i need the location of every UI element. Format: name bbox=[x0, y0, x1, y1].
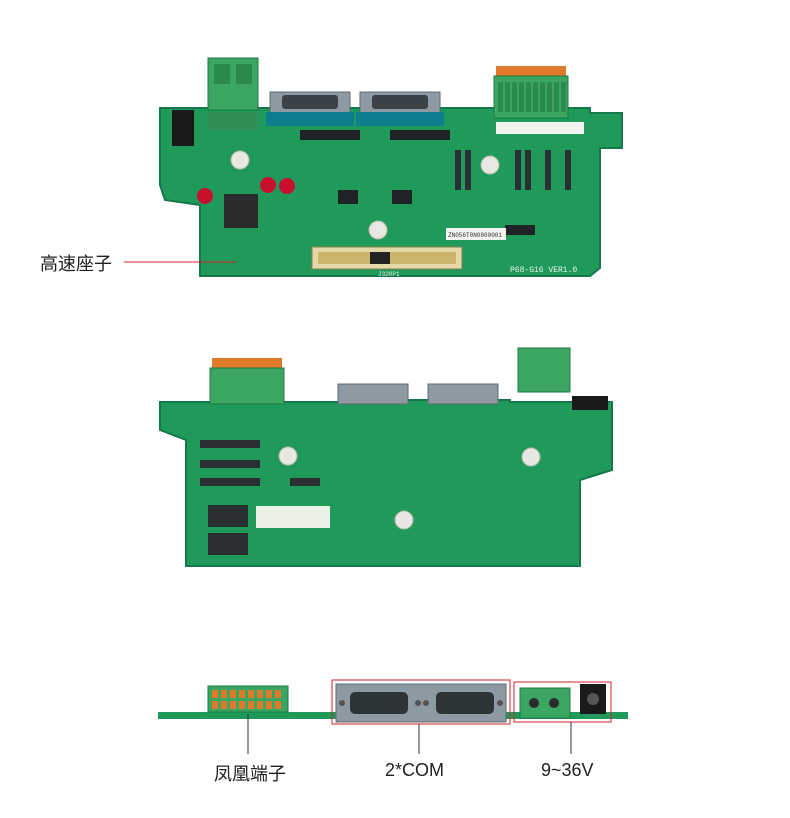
ic-chip bbox=[338, 190, 358, 204]
mounting-hole bbox=[278, 446, 298, 466]
high-speed-connector bbox=[311, 246, 463, 270]
board-label-sticker bbox=[496, 122, 584, 134]
connector-ref: J320P1 bbox=[378, 271, 400, 278]
power-terminal-side bbox=[519, 684, 606, 719]
dc-jack-top bbox=[172, 110, 194, 146]
mounting-hole bbox=[230, 150, 250, 170]
ic-chip bbox=[392, 190, 412, 204]
ic-chip bbox=[390, 130, 450, 140]
high-speed-connector-callout: 高速座子 bbox=[40, 254, 112, 274]
io-terminal-bottom bbox=[209, 358, 285, 405]
silkscreen-model: P68-G16 VER1.0 bbox=[510, 266, 577, 275]
io-terminal-top bbox=[493, 66, 569, 119]
bottom-view-board bbox=[159, 347, 613, 567]
power-input-callout: 9~36V bbox=[541, 760, 594, 780]
db9-side-pair bbox=[335, 683, 507, 723]
db9-bottom-2 bbox=[427, 383, 499, 405]
com-ports-callout: 2*COM bbox=[385, 760, 445, 780]
serial-sticker bbox=[446, 228, 506, 240]
mounting-hole bbox=[394, 510, 414, 530]
com-callout-box bbox=[331, 679, 511, 725]
capacitor bbox=[279, 178, 295, 194]
power-terminal-bottom bbox=[517, 347, 571, 393]
capacitor bbox=[260, 177, 276, 193]
dip-switch bbox=[208, 505, 248, 527]
db9-top-2 bbox=[356, 91, 444, 126]
top-board: ZN056T0N0800001 P68-G16 VER1.0 J320P1 bbox=[124, 57, 623, 278]
phoenix-terminal-side bbox=[207, 685, 289, 713]
serial-label-text: ZN056T0N0800001 bbox=[448, 232, 502, 239]
info-sticker bbox=[256, 506, 330, 528]
power-callout-box bbox=[513, 681, 612, 723]
db9-top-1 bbox=[266, 91, 354, 126]
capacitor bbox=[197, 188, 213, 204]
power-terminal-top bbox=[207, 57, 259, 130]
mounting-hole bbox=[521, 447, 541, 467]
side-view-board bbox=[158, 679, 628, 754]
ic-chip bbox=[505, 225, 535, 235]
dip-switch bbox=[208, 533, 248, 555]
inductor bbox=[224, 194, 258, 228]
ic-chip bbox=[300, 130, 360, 140]
db9-bottom-1 bbox=[337, 383, 409, 405]
mounting-hole bbox=[480, 155, 500, 175]
dc-jack-bottom bbox=[572, 396, 608, 410]
phoenix-terminal-callout: 凤凰端子 bbox=[214, 764, 286, 784]
mounting-hole bbox=[368, 220, 388, 240]
